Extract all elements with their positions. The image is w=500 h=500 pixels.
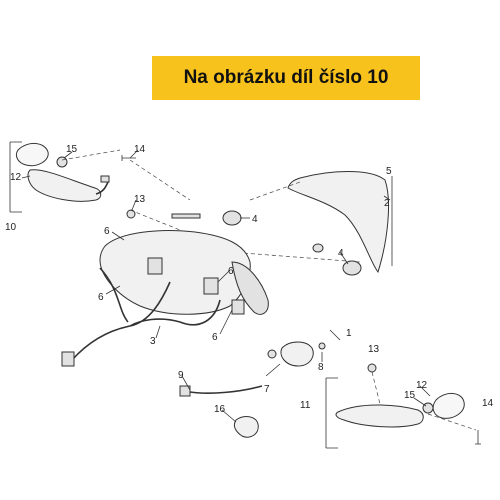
label-4a: 4 — [252, 214, 258, 225]
right-indicator-assembly[interactable] — [325, 363, 481, 449]
reflector-strip — [171, 213, 201, 219]
bracket-1 — [329, 329, 341, 341]
label-15b: 15 — [404, 390, 416, 401]
wiring-harness[interactable] — [61, 267, 221, 367]
bracket-11 — [325, 377, 338, 449]
label-14a: 14 — [134, 144, 146, 155]
label-6c: 6 — [228, 266, 234, 277]
bulb-4-lower — [342, 260, 362, 276]
reflector-16-body — [233, 416, 259, 438]
bulb-15-left — [56, 156, 68, 168]
nut-13-right — [367, 363, 377, 373]
left-indicator-assembly[interactable] — [9, 141, 191, 231]
tail-cover-guide — [229, 181, 361, 263]
label-10: 10 — [5, 222, 17, 233]
label-9: 9 — [178, 370, 184, 381]
bulb-small-right — [312, 243, 324, 253]
plate-light-7 — [280, 341, 314, 367]
label-5: 5 — [386, 166, 392, 177]
bulb-15-right — [422, 402, 434, 414]
harness-main — [71, 281, 221, 361]
label-16: 16 — [214, 404, 226, 415]
right-indicator-housing — [335, 404, 424, 428]
left-assembly-guide — [61, 149, 191, 231]
screw-14-right — [475, 430, 481, 445]
plate-light-wire-9 — [189, 385, 263, 394]
tail-cover-2 — [287, 171, 389, 274]
label-3: 3 — [150, 336, 156, 347]
plate-light-bulb — [267, 349, 277, 359]
banner-text: Na obrázku díl číslo 10 — [183, 67, 389, 88]
lamp-holder-a — [147, 257, 163, 275]
light-frame-wing — [231, 261, 269, 315]
screw-14-left — [121, 155, 136, 161]
label-7: 7 — [264, 384, 270, 395]
left-indicator-housing — [27, 169, 102, 202]
license-plate-light[interactable] — [179, 341, 326, 397]
bulb-4-upper — [222, 210, 242, 226]
plate-light-connector — [179, 385, 191, 397]
right-assembly-guide — [371, 371, 477, 431]
rear-tail-cover[interactable] — [229, 171, 393, 274]
label-2: 2 — [384, 198, 390, 209]
right-indicator-lens — [432, 393, 465, 419]
screw-8 — [318, 342, 326, 350]
label-14b: 14 — [482, 398, 494, 409]
left-indicator-lens — [15, 143, 49, 167]
central-light-frame[interactable] — [99, 210, 362, 341]
harness-connector — [61, 351, 75, 367]
label-8: 8 — [318, 362, 324, 373]
label-6b: 6 — [98, 292, 104, 303]
lamp-holder-c — [231, 299, 245, 315]
harness-branch — [99, 267, 129, 323]
bracket-10 — [9, 141, 22, 213]
left-indicator-wire — [95, 181, 109, 195]
label-11: 11 — [300, 400, 311, 411]
label-13b: 13 — [368, 344, 380, 355]
lamp-holder-b — [203, 277, 219, 295]
reflector-16[interactable] — [233, 416, 259, 438]
nut-13-left — [126, 209, 136, 219]
label-12b: 12 — [416, 380, 428, 391]
label-12a: 12 — [10, 172, 22, 183]
label-4b: 4 — [338, 248, 344, 259]
leader-lines — [21, 149, 431, 423]
label-6a: 6 — [104, 226, 110, 237]
part-number-banner: Na obrázku díl číslo 10 — [152, 56, 420, 100]
label-13a: 13 — [134, 194, 146, 205]
label-15a: 15 — [66, 144, 78, 155]
label-1: 1 — [346, 328, 352, 339]
left-indicator-connector — [100, 175, 110, 183]
label-6d: 6 — [212, 332, 218, 343]
